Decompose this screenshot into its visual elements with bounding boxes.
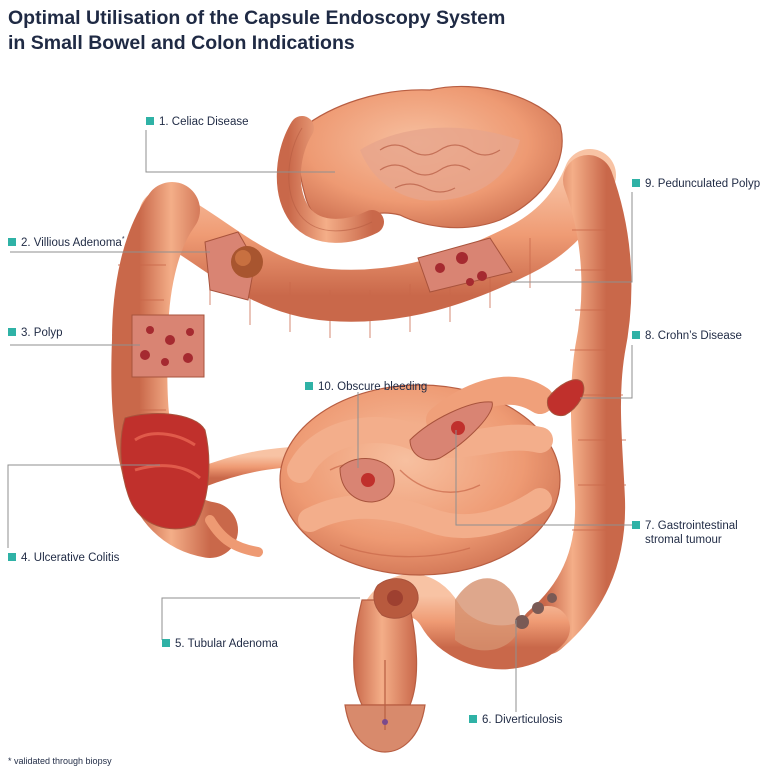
cutaway-diverticula xyxy=(515,593,557,629)
small-bowel xyxy=(279,376,561,576)
rectum xyxy=(344,599,426,753)
bullet-square xyxy=(8,328,16,336)
bullet-square xyxy=(8,553,16,561)
cutaway-tubular xyxy=(373,578,419,619)
descending-colon xyxy=(520,155,632,655)
cutaway-polyps xyxy=(131,314,205,378)
bullet-square xyxy=(146,117,154,125)
label-gastrointestinal-stromal-tumour: 7. Gastrointestinal stromal tumour xyxy=(632,519,738,547)
bullet-square xyxy=(162,639,170,647)
label-villious-adenoma: 2. Villious Adenoma* xyxy=(8,233,125,250)
label-ulcerative-colitis: 4. Ulcerative Colitis xyxy=(8,551,119,565)
stomach xyxy=(297,85,563,229)
duodenum-loop xyxy=(276,116,384,243)
label-celiac-disease: 1. Celiac Disease xyxy=(146,115,248,129)
bullet-square xyxy=(632,331,640,339)
label-tubular-adenoma: 5. Tubular Adenoma xyxy=(162,637,278,651)
appendix xyxy=(205,515,263,557)
bullet-square xyxy=(632,521,640,529)
bullet-square xyxy=(469,715,477,723)
label-crohns-disease: 8. Crohn’s Disease xyxy=(632,329,742,343)
title-line-1: Optimal Utilisation of the Capsule Endos… xyxy=(8,7,506,29)
cutaway-villious xyxy=(204,231,263,301)
label-polyp: 3. Polyp xyxy=(8,326,63,340)
bullet-square xyxy=(305,382,313,390)
cutaway-pedunculated xyxy=(417,237,513,293)
cutaway-obscure xyxy=(339,458,395,503)
page-title: Optimal Utilisation of the Capsule Endos… xyxy=(8,6,628,56)
footnote: * validated through biopsy xyxy=(8,756,112,766)
title-line-2: in Small Bowel and Colon Indications xyxy=(8,32,355,54)
cutaway-ulcerative xyxy=(120,413,210,530)
cutaway-gist xyxy=(409,401,493,461)
cutaway-crohns xyxy=(546,379,585,417)
bullet-square xyxy=(632,179,640,187)
label-diverticulosis: 6. Diverticulosis xyxy=(469,713,563,727)
label-obscure-bleeding: 10. Obscure bleeding xyxy=(305,380,427,394)
bullet-square xyxy=(8,237,16,246)
label-pedunculated-polyp: 9. Pedunculated Polyp xyxy=(632,177,760,191)
leader-lines xyxy=(7,130,633,712)
